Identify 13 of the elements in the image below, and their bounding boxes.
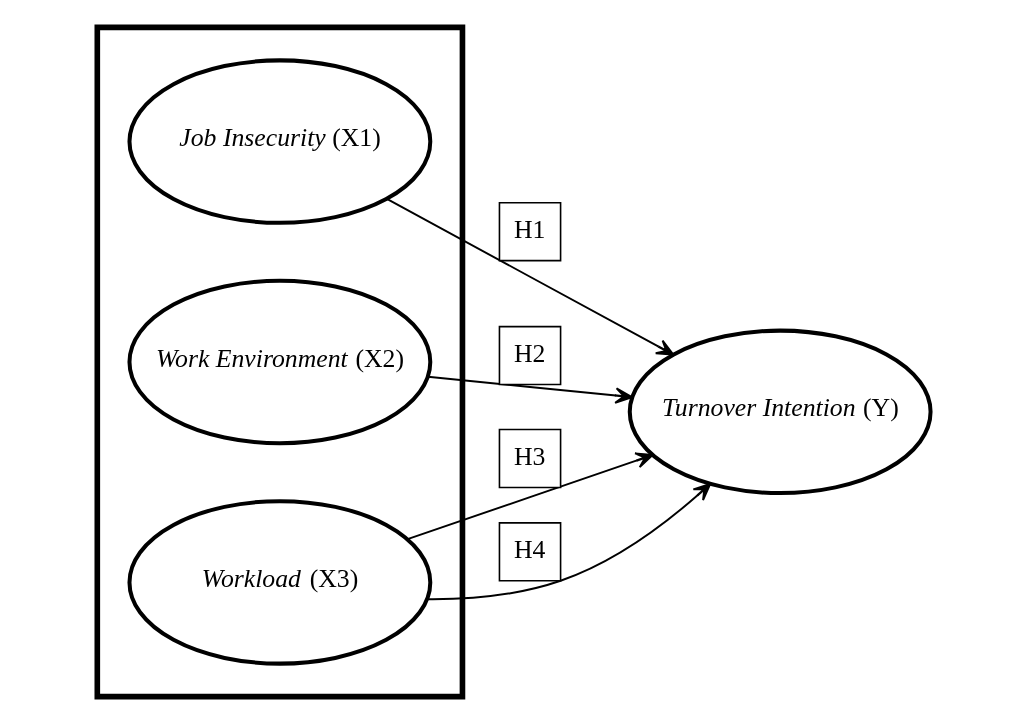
node-ellipse: Job Insecurity (X1) — [126, 58, 432, 225]
edge-label: H1 — [513, 214, 545, 244]
node-ellipse: Workload (X3) — [126, 499, 432, 666]
arrow — [425, 483, 711, 601]
edge-label: H4 — [513, 534, 545, 564]
cluster — [94, 24, 465, 700]
node-ellipse: Turnover Intention (Y) — [627, 328, 933, 496]
edge-label: H3 — [513, 441, 545, 471]
arrow — [426, 375, 633, 404]
node-ellipse: Work Environment (X2) — [126, 278, 432, 446]
arrow — [385, 197, 674, 356]
edge-label: H2 — [513, 338, 545, 368]
arrow — [406, 452, 654, 541]
